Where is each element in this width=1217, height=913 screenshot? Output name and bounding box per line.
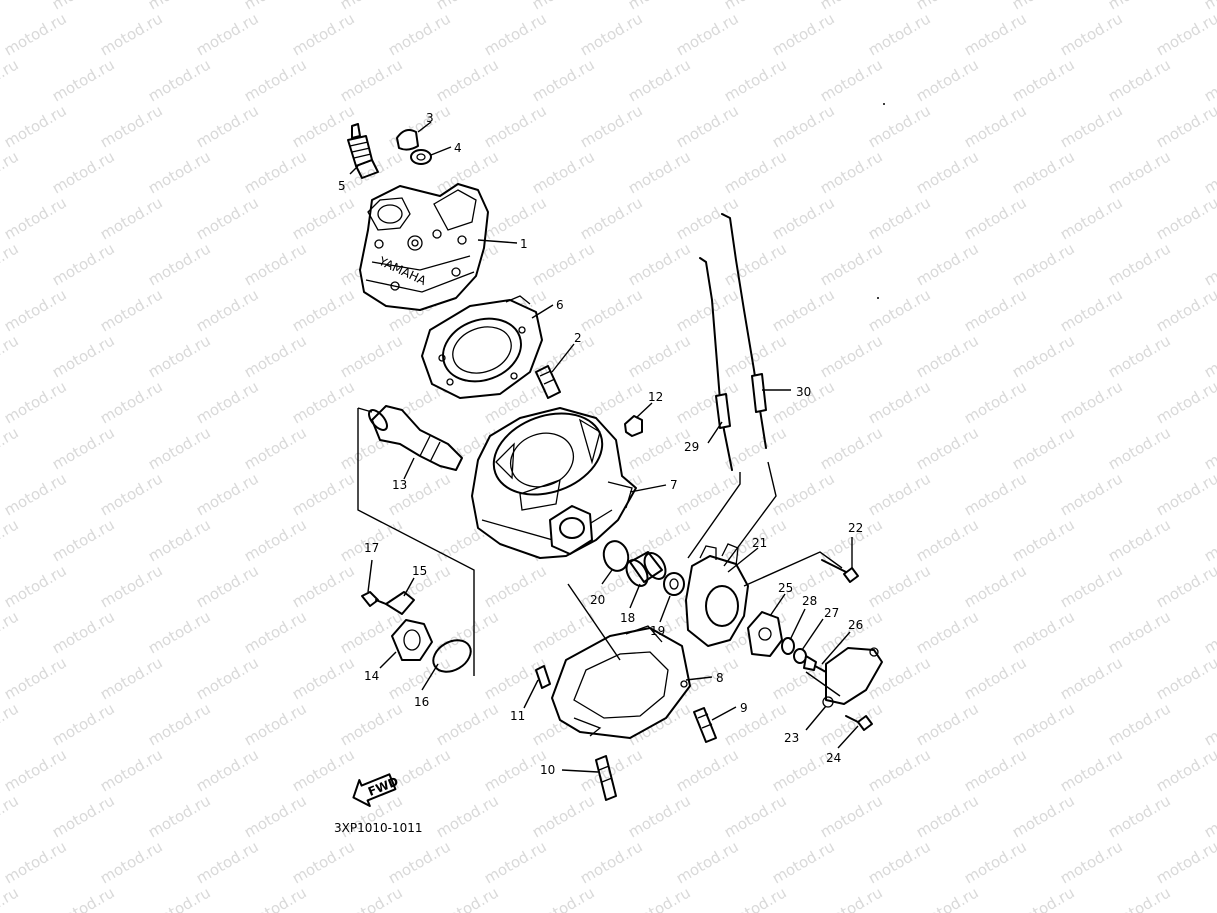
- callout-29: 29: [684, 440, 699, 454]
- callout-20: 20: [590, 593, 605, 607]
- callout-2: 2: [574, 331, 582, 345]
- callout-6: 6: [556, 298, 564, 312]
- callout-9: 9: [740, 701, 748, 715]
- callout-13: 13: [392, 478, 407, 492]
- callout-12: 12: [648, 390, 663, 404]
- callout-5: 5: [338, 179, 346, 193]
- head-gasket-part: [421, 295, 543, 399]
- callout-24: 24: [826, 751, 841, 765]
- callout-leaders: [349, 121, 859, 773]
- cable-29-part: [699, 257, 733, 471]
- washer-part: [410, 149, 432, 165]
- washer-28-part: [781, 637, 795, 655]
- callout-17: 17: [364, 541, 379, 555]
- stud-bolt-part: [535, 365, 561, 399]
- cable-30-part: [721, 213, 767, 449]
- bolt-17-part: [361, 591, 387, 607]
- callout-14: 14: [364, 669, 379, 683]
- base-gasket-part: [551, 625, 691, 739]
- clip-part-15: [385, 591, 415, 615]
- callout-26: 26: [848, 618, 863, 632]
- callout-4: 4: [454, 141, 462, 155]
- callout-23: 23: [784, 731, 799, 745]
- valve-cover-part: [822, 647, 883, 708]
- callout-3: 3: [426, 111, 434, 125]
- callout-19: 19: [650, 624, 665, 638]
- nut-part: [624, 415, 643, 437]
- callout-11: 11: [510, 709, 525, 723]
- spark-plug-part: [347, 123, 379, 179]
- cylinder-part: [471, 407, 637, 559]
- speck: [883, 103, 885, 105]
- callout-22: 22: [848, 521, 863, 535]
- assembly-guide-lines: [357, 407, 843, 697]
- sleeve-part: [625, 551, 667, 587]
- o-ring-part: [602, 540, 630, 572]
- screw-26-part: [803, 655, 827, 673]
- speck: [877, 297, 879, 299]
- callout-16: 16: [414, 695, 429, 709]
- diagram-code: 3XP1010-1011: [334, 821, 423, 835]
- forward-direction-arrow: FWD: [352, 773, 400, 807]
- pulley-part: [747, 611, 783, 657]
- callout-28: 28: [802, 594, 817, 608]
- bolt-24-part: [845, 715, 873, 731]
- gasket-part-16: [432, 639, 472, 673]
- callout-10: 10: [540, 763, 555, 777]
- bolt-22-part: [821, 559, 859, 583]
- stud-9-part: [693, 707, 717, 743]
- cap-nut-part: [396, 129, 419, 151]
- callout-15: 15: [412, 564, 427, 578]
- callout-1: 1: [520, 237, 528, 251]
- dowel-pin-part: [535, 665, 551, 689]
- callout-21: 21: [752, 536, 767, 550]
- stud-10-part: [595, 755, 617, 801]
- collar-part: [663, 572, 685, 596]
- valve-part-14: [391, 619, 433, 661]
- cylinder-head-part: YAMAHA: [359, 183, 489, 311]
- callout-8: 8: [716, 671, 724, 685]
- callout-18: 18: [620, 611, 635, 625]
- callout-labels: 1 2 3 4 5 6 7 8 9 10 11 12 13 14 15 16 1…: [338, 111, 863, 777]
- callout-25: 25: [778, 581, 793, 595]
- callout-30: 30: [796, 385, 811, 399]
- valve-housing-part: [685, 543, 749, 647]
- callout-27: 27: [824, 606, 839, 620]
- callout-7: 7: [670, 478, 678, 492]
- exhaust-fitting-part: [368, 405, 463, 471]
